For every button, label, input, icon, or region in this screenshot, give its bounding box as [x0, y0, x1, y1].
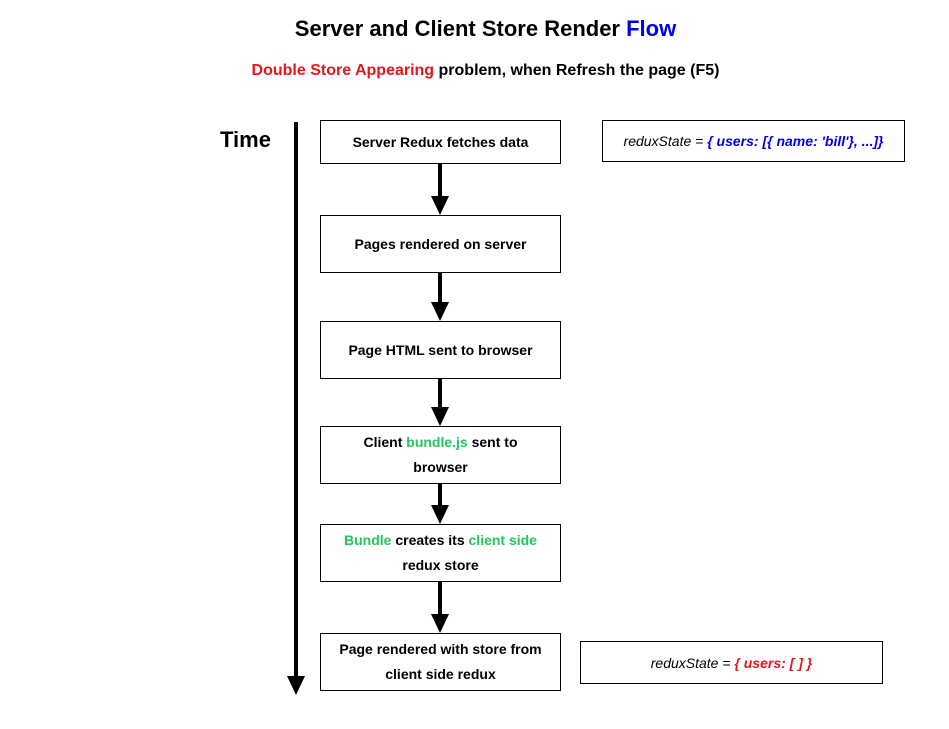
step-server-render: Pages rendered on server [320, 215, 561, 273]
step-client-render: Page rendered with store from client sid… [320, 633, 561, 691]
client-side-highlight: client side [468, 532, 537, 548]
step-client-store: Bundle creates its client side redux sto… [320, 524, 561, 582]
step-bundle-sent: Client bundle.js sent to browser [320, 426, 561, 484]
step-server-fetch: Server Redux fetches data [320, 120, 561, 164]
flow-arrow-2 [431, 273, 449, 321]
diagram-title: Server and Client Store Render Flow [0, 16, 949, 42]
server-state-key: reduxState = [623, 133, 708, 149]
title-accent: Flow [626, 16, 677, 41]
step-bundle-sent-text: Client bundle.js sent to browser [363, 434, 518, 475]
client-state-key: reduxState = [650, 654, 735, 671]
bundle-highlight: Bundle [344, 532, 392, 548]
step-client-store-text: Bundle creates its client side redux sto… [344, 532, 537, 573]
step-html-sent: Page HTML sent to browser [320, 321, 561, 379]
bundle-js-highlight: bundle.js [406, 434, 468, 450]
server-state-note: reduxState = { users: [{ name: 'bill'}, … [602, 120, 905, 162]
client-state-value: { users: [ ] } [734, 654, 813, 671]
client-state-note: reduxState = { users: [ ] } [580, 641, 883, 684]
step-html-sent-label: Page HTML sent to browser [348, 341, 533, 358]
flow-arrow-3 [431, 379, 449, 426]
title-main: Server and Client Store Render [294, 16, 627, 41]
time-label: Time [220, 127, 271, 152]
flow-arrow-4 [431, 484, 449, 524]
flow-arrow-5 [431, 582, 449, 633]
step-server-render-label: Pages rendered on server [354, 235, 527, 252]
server-state-value: { users: [{ name: 'bill'}, ...]} [707, 133, 884, 149]
subtitle-problem: Double Store Appearing [251, 62, 435, 79]
subtitle-rest: problem, when Refresh the page (F5) [434, 62, 720, 79]
step-server-fetch-label: Server Redux fetches data [352, 133, 529, 150]
flow-arrow-1 [431, 164, 449, 215]
step-client-render-label: Page rendered with store from client sid… [339, 641, 542, 682]
diagram-subtitle: Double Store Appearing problem, when Ref… [0, 62, 949, 80]
time-axis-arrow [287, 122, 305, 695]
